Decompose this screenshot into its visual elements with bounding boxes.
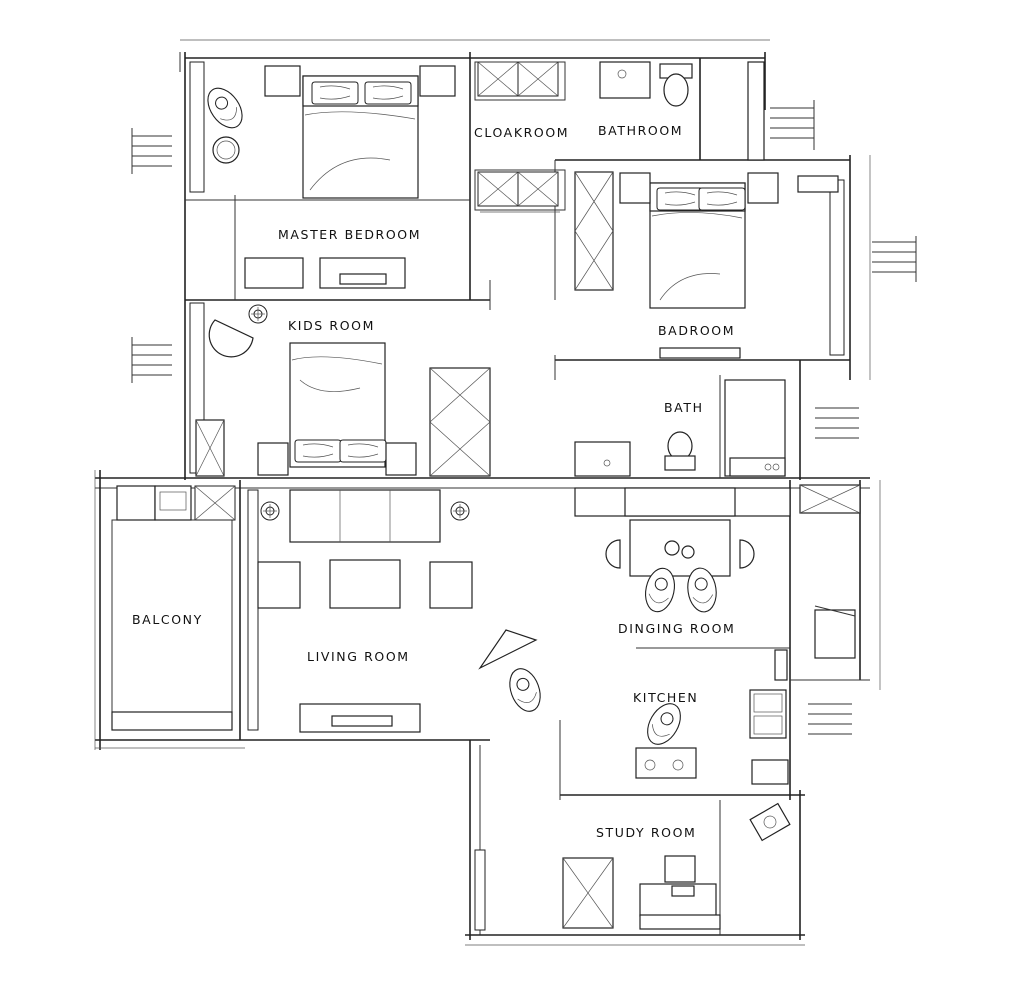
label-balcony: BALCONY [132,612,203,627]
label-kids-room: KIDS ROOM [288,318,375,333]
cloakroom-furniture [474,61,566,213]
balcony-fixtures [111,485,236,731]
label-study-room: STUDY ROOM [596,825,696,840]
room-labels: MASTER BEDROOM CLOAKROOM BATHROOM KIDS R… [132,123,735,840]
bathroom-fixtures [599,61,765,161]
label-master-bedroom: MASTER BEDROOM [278,227,421,242]
label-bathroom: BATHROOM [598,123,683,138]
living-room-furniture [257,489,547,733]
label-cloakroom: CLOAKROOM [474,125,569,140]
dining-room-furniture [574,484,861,659]
label-living-room: LIVING ROOM [307,649,410,664]
label-badroom: BADROOM [658,323,735,338]
exterior-walls [95,52,870,940]
label-kitchen: KITCHEN [633,690,698,705]
label-bath: BATH [664,400,704,415]
label-dinging-room: DINGING ROOM [618,621,735,636]
kitchen-fixtures [635,647,790,785]
windows [131,61,917,931]
bath-fixtures [574,379,786,477]
master-bedroom-furniture [200,65,456,289]
study-room-furniture [562,802,791,930]
badroom-furniture [574,171,839,359]
kids-room-furniture [195,304,491,477]
dimension-lines [94,39,881,946]
